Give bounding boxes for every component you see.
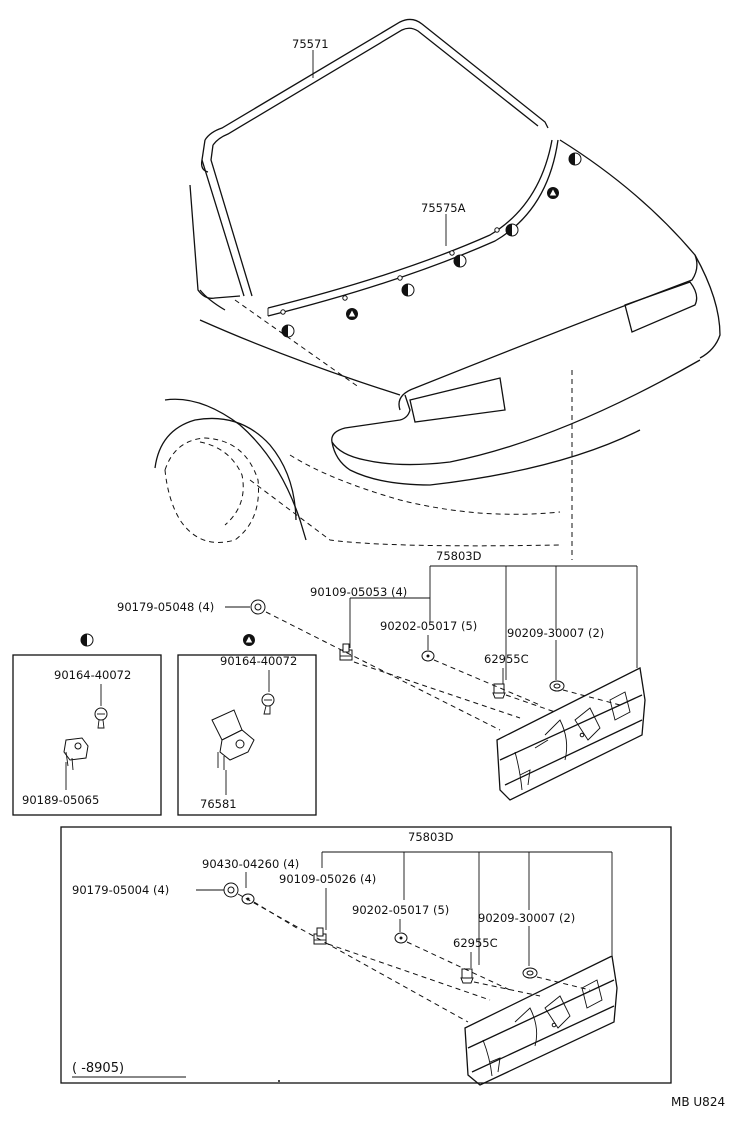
diagram-code: MB U824 (671, 1095, 725, 1109)
label-90202-05017-upper: 90202-05017 (5) (380, 619, 477, 633)
nut-icon (250, 599, 266, 615)
screw-icon (339, 643, 353, 661)
label-90109-05026: 90109-05026 (4) (279, 872, 376, 886)
label-90179-05048: 90179-05048 (4) (117, 600, 214, 614)
nut-icon (223, 882, 239, 898)
clip-icon (460, 968, 474, 984)
label-62955c-upper: 62955C (484, 652, 529, 666)
label-75803d-upper: 75803D (436, 549, 482, 563)
label-75803d-lower: 75803D (408, 830, 454, 844)
label-76581: 76581 (200, 797, 237, 811)
washer-icon (421, 650, 435, 662)
detail-box-circle (12, 654, 162, 816)
label-90189-05065: 90189-05065 (22, 793, 99, 807)
clip-icon (492, 683, 506, 699)
detail-circle-marker (80, 633, 94, 647)
label-90179-05004: 90179-05004 (4) (72, 883, 169, 897)
bracket-icon (211, 709, 255, 770)
lower-garnish-callouts: 75803D 90430-04260 (4) 90109-05026 (4) 9… (72, 830, 613, 968)
detail-triangle-marker (243, 634, 255, 646)
half-circle-marker-icon (401, 283, 415, 297)
label-75575a: 75575A (421, 201, 466, 215)
upper-garnish-callouts: 75803D 90109-05053 (4) 90179-05048 (4) 9… (117, 549, 638, 684)
label-62955c-lower: 62955C (453, 936, 498, 950)
washer-icon (522, 967, 538, 979)
label-90109-05053: 90109-05053 (4) (310, 585, 407, 599)
half-circle-marker-icon (281, 324, 295, 338)
car-body-illustration (154, 139, 721, 547)
label-90164-40072-triangle: 90164-40072 (220, 654, 297, 668)
label-90202-05017-lower: 90202-05017 (5) (352, 903, 449, 917)
speck (278, 1080, 280, 1082)
detail-box-triangle (177, 654, 317, 816)
half-circle-marker-icon (453, 254, 467, 268)
screw-icon (94, 707, 108, 729)
washer-icon (394, 932, 408, 944)
glass-molding-75575a (267, 139, 559, 317)
half-circle-marker-icon (568, 152, 582, 166)
triangle-marker-icon (547, 187, 559, 199)
half-circle-marker-icon (505, 223, 519, 237)
clip-markers (281, 152, 582, 338)
label-90164-40072-circle: 90164-40072 (54, 668, 131, 682)
label-90430-04260: 90430-04260 (4) (202, 857, 299, 871)
lower-garnish-parts (223, 882, 618, 1086)
washer-icon (549, 680, 565, 692)
screw-icon (261, 693, 275, 715)
screw-icon (313, 927, 327, 945)
date-range-label: ( -8905) (72, 1061, 124, 1076)
upper-garnish-parts (250, 599, 646, 801)
triangle-marker-icon (346, 308, 358, 320)
label-90209-30007-lower: 90209-30007 (2) (478, 911, 575, 925)
lower-variant-box (60, 826, 672, 1084)
clip-icon (63, 737, 89, 771)
label-75571: 75571 (292, 37, 329, 51)
glass-molding-75571 (200, 18, 549, 297)
label-90209-30007-upper: 90209-30007 (2) (507, 626, 604, 640)
